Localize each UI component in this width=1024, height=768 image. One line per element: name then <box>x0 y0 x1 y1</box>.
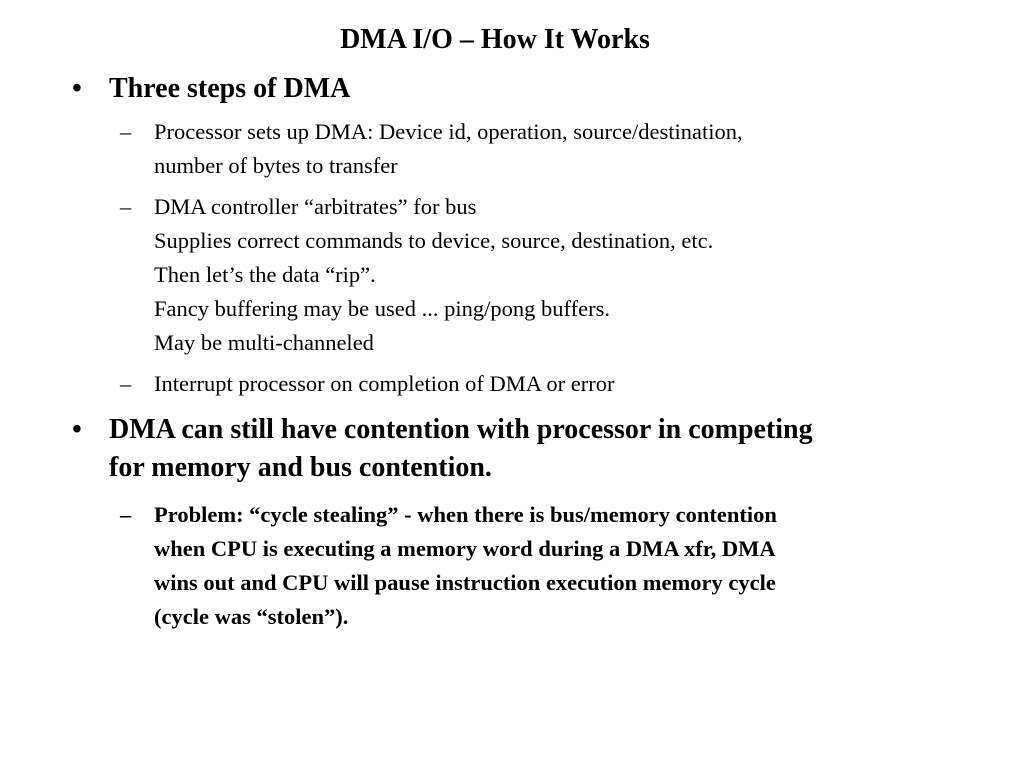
dash-mark: – <box>120 119 132 144</box>
text-line: for memory and bus contention. <box>109 452 492 483</box>
dash-mark: – <box>120 502 132 527</box>
text-line: Then let’s the data “rip”. <box>154 262 376 287</box>
text-line: number of bytes to transfer <box>154 153 398 178</box>
text-line: Processor sets up DMA: Device id, operat… <box>154 119 743 144</box>
dash-mark: – <box>120 194 132 219</box>
slide-title: DMA I/O – How It Works <box>340 24 650 55</box>
text-line: DMA controller “arbitrates” for bus <box>154 194 477 219</box>
text-line: Interrupt processor on completion of DMA… <box>154 371 615 396</box>
text-line: wins out and CPU will pause instruction … <box>154 570 776 595</box>
dash-mark: – <box>120 371 132 396</box>
text-line: Supplies correct commands to device, sou… <box>154 228 714 253</box>
sub-bullet-text: Interrupt processor on completion of DMA… <box>154 367 970 401</box>
text-line: Fancy buffering may be used ... ping/pon… <box>154 296 610 321</box>
text-line: (cycle was “stolen”). <box>154 604 349 629</box>
text-line: when CPU is executing a memory word duri… <box>154 536 776 561</box>
sub-bullet-text: Processor sets up DMA: Device id, operat… <box>154 115 970 183</box>
text-line: Problem: “cycle stealing” - when there i… <box>154 502 777 527</box>
bullet-text: DMA can still have contention with proce… <box>109 411 982 487</box>
text-line: May be multi-channeled <box>154 330 374 355</box>
text-line: DMA can still have contention with proce… <box>109 414 813 445</box>
sub-bullet-text: DMA controller “arbitrates” for bus Supp… <box>154 190 970 360</box>
bullet-mark: • <box>72 73 82 104</box>
sub-bullet-text: Problem: “cycle stealing” - when there i… <box>154 498 970 634</box>
bullet-mark: • <box>72 414 82 445</box>
bullet-text: Three steps of DMA <box>109 73 351 104</box>
